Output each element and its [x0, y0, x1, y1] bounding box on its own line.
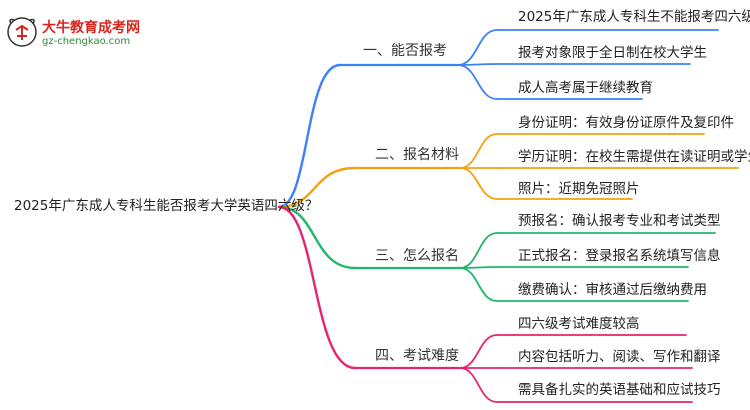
- leaf-connector: [459, 367, 498, 403]
- leaf-fulltime-only: 报考对象限于全日制在校大学生: [518, 45, 707, 61]
- leaf-connector: [459, 334, 498, 369]
- branch-connector: [277, 63, 342, 209]
- branch-difficulty: 四、考试难度: [375, 348, 459, 364]
- leaf-payment-confirmation: 缴费确认：审核通过后缴纳费用: [518, 282, 707, 298]
- branch-materials: 二、报名材料: [375, 147, 459, 163]
- leaf-cannot-apply: 2025年广东成人专科生不能报考四六级: [518, 9, 750, 25]
- leaf-education-proof: 学历证明：在校生需提供在读证明或学生证: [518, 149, 750, 165]
- leaf-high-difficulty: 四六级考试难度较高: [518, 316, 640, 332]
- leaf-connector: [459, 266, 498, 269]
- leaf-connector: [459, 267, 498, 302]
- leaf-exam-content: 内容包括听力、阅读、写作和翻译: [518, 349, 721, 365]
- root-topic: 2025年广东成人专科生能否报考大学英语四六级？: [14, 198, 319, 214]
- leaf-connector: [459, 167, 498, 200]
- leaf-connector: [457, 64, 498, 100]
- bull-mascot-icon: [7, 17, 37, 47]
- leaf-continuing-education: 成人高考属于继续教育: [518, 80, 653, 96]
- site-logo[interactable]: 大牛教育成考网 gz-chengkao.com: [6, 14, 166, 54]
- leaf-connector: [457, 63, 498, 66]
- leaf-connector: [457, 29, 498, 66]
- branch-connector: [277, 166, 357, 209]
- leaf-pre-registration: 预报名：确认报考专业和考试类型: [518, 213, 721, 229]
- logo-title: 大牛教育成考网: [42, 20, 140, 36]
- leaf-connector: [459, 232, 498, 269]
- branch-connector: [277, 205, 357, 270]
- logo-url: gz-chengkao.com: [42, 36, 131, 47]
- branch-eligibility: 一、能否报考: [363, 43, 447, 59]
- leaf-id-proof: 身份证明：有效身份证原件及复印件: [518, 115, 734, 131]
- leaf-skills-required: 需具备扎实的英语基础和应试技巧: [518, 382, 721, 398]
- leaf-photo: 照片：近期免冠照片: [518, 181, 640, 197]
- leaf-connector: [459, 133, 498, 169]
- branch-connector: [277, 205, 357, 370]
- branch-registration: 三、怎么报名: [375, 248, 459, 264]
- leaf-formal-registration: 正式报名：登录报名系统填写信息: [518, 248, 721, 264]
